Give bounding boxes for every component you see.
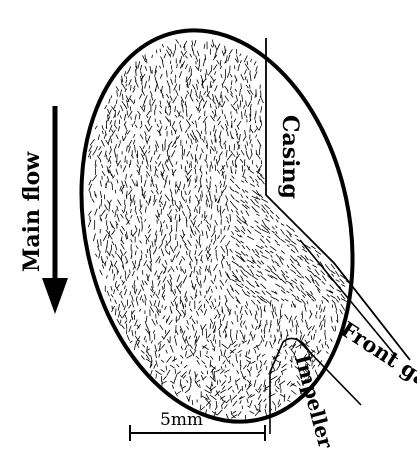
casing-label: Casing: [277, 115, 303, 199]
main-flow-label: Main flow: [19, 151, 45, 272]
front-gap-label: Front gap: [336, 316, 417, 400]
main-flow-arrow: [42, 106, 68, 314]
casing-wall: [266, 38, 410, 360]
scale-label: 5mm: [160, 410, 203, 430]
